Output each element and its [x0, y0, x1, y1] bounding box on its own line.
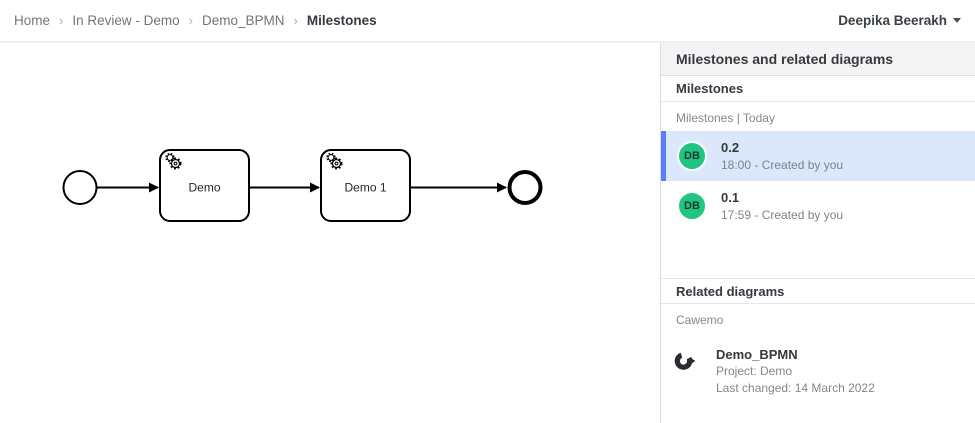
breadcrumb-diagram[interactable]: Demo_BPMN: [202, 13, 285, 28]
breadcrumb-separator: ›: [293, 13, 298, 28]
service-task-gear-icon: [326, 152, 343, 170]
breadcrumb-project[interactable]: In Review - Demo: [72, 13, 180, 28]
breadcrumb-current-milestones: Milestones: [306, 13, 377, 28]
avatar: DB: [677, 191, 707, 221]
avatar: DB: [677, 141, 707, 171]
milestones-panel: Milestones and related diagrams Mileston…: [660, 43, 975, 423]
related-diagram-name: Demo_BPMN: [716, 347, 798, 362]
bpmn-diagram: Demo Demo 1: [62, 149, 543, 222]
related-diagrams-section-header: Related diagrams: [661, 278, 975, 304]
bpmn-service-task-demo-1[interactable]: Demo 1: [320, 149, 411, 222]
related-group-label: Cawemo: [676, 313, 724, 327]
related-diagram-project: Project: Demo: [716, 364, 793, 378]
user-name: Deepika Beerakh: [838, 13, 947, 28]
related-diagram-item[interactable]: Demo_BPMN Project: Demo Last changed: 14…: [661, 333, 975, 396]
milestone-item-0-1[interactable]: DB 0.1 17:59 - Created by you: [661, 181, 975, 231]
bpmn-end-event[interactable]: [507, 170, 543, 205]
panel-spacer: [661, 231, 975, 278]
top-bar: Home › In Review - Demo › Demo_BPMN › Mi…: [0, 0, 975, 43]
milestone-version: 0.2: [721, 140, 740, 155]
milestones-section-header: Milestones: [661, 76, 975, 102]
cawemo-logo-icon: [674, 352, 696, 370]
related-diagram-last-changed: Last changed: 14 March 2022: [716, 381, 875, 395]
breadcrumb: Home › In Review - Demo › Demo_BPMN › Mi…: [14, 13, 377, 28]
milestone-item-0-2[interactable]: DB 0.2 18:00 - Created by you: [661, 131, 975, 181]
milestone-meta: 18:00 - Created by you: [721, 158, 844, 172]
breadcrumb-separator: ›: [188, 13, 193, 28]
milestone-meta: 17:59 - Created by you: [721, 208, 844, 222]
bpmn-canvas[interactable]: Demo Demo 1: [0, 43, 660, 423]
bpmn-task-label: Demo: [188, 181, 220, 195]
breadcrumb-separator: ›: [59, 13, 64, 28]
bpmn-start-event[interactable]: [62, 170, 98, 205]
chevron-down-icon: [953, 18, 961, 23]
milestones-group-label: Milestones | Today: [676, 111, 775, 125]
milestone-version: 0.1: [721, 190, 740, 205]
panel-title: Milestones and related diagrams: [661, 43, 975, 76]
breadcrumb-home[interactable]: Home: [14, 13, 51, 28]
service-task-gear-icon: [165, 152, 182, 170]
user-menu[interactable]: Deepika Beerakh: [838, 13, 961, 28]
bpmn-service-task-demo[interactable]: Demo: [159, 149, 250, 222]
bpmn-task-label: Demo 1: [344, 181, 386, 195]
